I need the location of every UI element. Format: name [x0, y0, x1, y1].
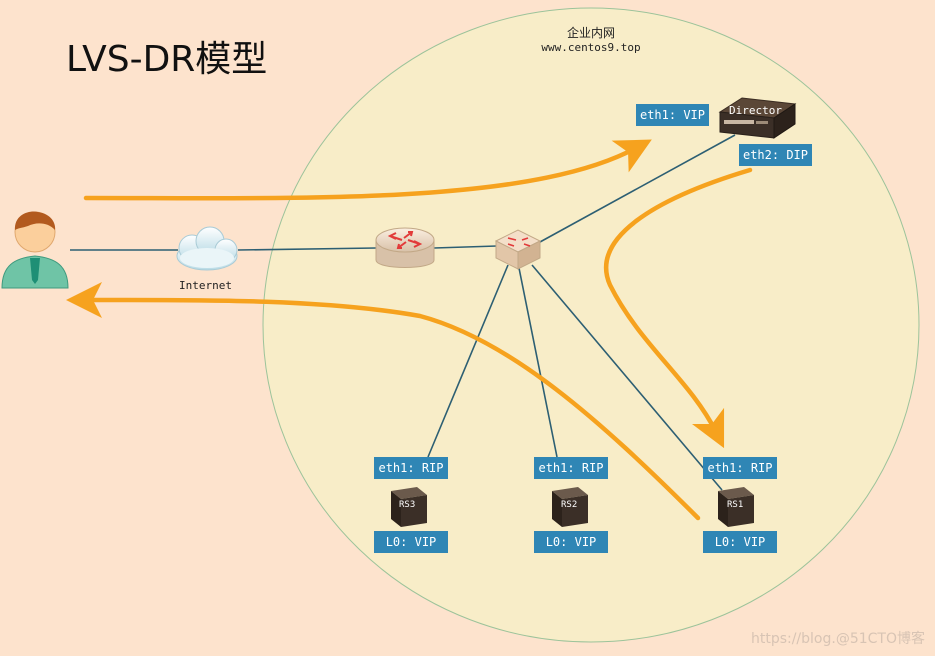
rs3-label: RS3: [399, 500, 416, 510]
rs1-server-icon: [718, 487, 754, 527]
rs3-vip-tag: L0: VIP: [374, 531, 448, 553]
router-icon: [375, 227, 435, 268]
response-flow-arrow: [66, 281, 701, 521]
rs1-label: RS1: [727, 500, 744, 510]
rs2-rip-tag: eth1: RIP: [534, 457, 608, 479]
link-switch-director: [539, 134, 736, 243]
rs3-rip-tag: eth1: RIP: [374, 457, 448, 479]
director-dip-tag: eth2: DIP: [739, 144, 812, 166]
request-flow-arrow: [83, 139, 652, 201]
network-name: 企业内网: [566, 26, 615, 40]
page-title: LVS-DR模型: [66, 39, 268, 80]
intranet-area: [262, 7, 920, 643]
server-rack-icon: [718, 97, 797, 139]
link-router-switch: [433, 245, 498, 249]
link-switch-rs3: [427, 264, 509, 458]
traffic-flows: [66, 139, 753, 521]
rs1-rip-tag: eth1: RIP: [703, 457, 777, 479]
director-to-rs1-flow-arrow: [603, 167, 753, 449]
link-internet-router: [237, 247, 377, 251]
director-vip-tag: eth1: VIP: [636, 104, 709, 126]
rs2-server-icon: [552, 487, 588, 527]
network-domain: www.centos9.top: [541, 41, 641, 54]
internet-label: Internet: [179, 279, 232, 292]
link-switch-rs1: [531, 264, 723, 491]
switch-icon: [494, 229, 542, 270]
cloud-icon: [176, 226, 238, 271]
rs2-label: RS2: [561, 500, 578, 510]
rs2-vip-tag: L0: VIP: [534, 531, 608, 553]
rs1-vip-tag: L0: VIP: [703, 531, 777, 553]
director-label: Director: [729, 104, 782, 117]
rs3-server-icon: [391, 487, 427, 527]
user-icon: [1, 211, 69, 289]
network-links: [70, 134, 736, 491]
link-switch-rs2: [518, 267, 558, 458]
watermark: https://blog.@51CTO博客: [750, 631, 925, 647]
